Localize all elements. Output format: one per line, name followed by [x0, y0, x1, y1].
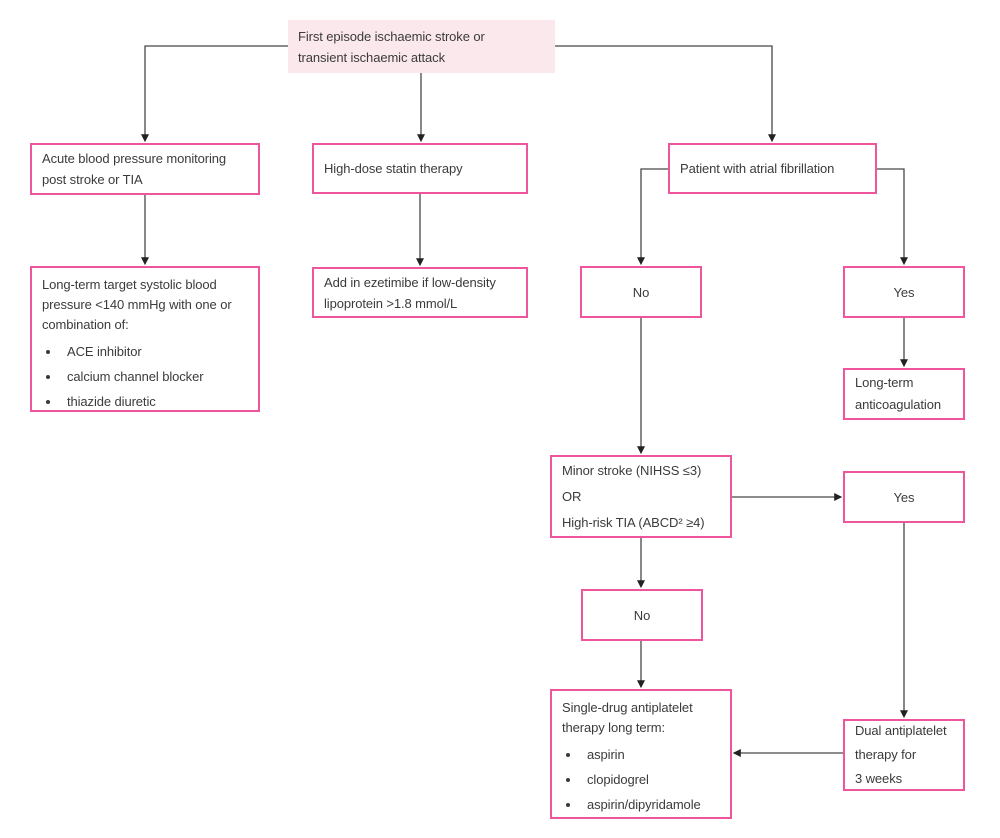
connector-start-to-acute-bp	[141, 45, 288, 143]
node-minor-yes-text: Yes	[893, 489, 915, 505]
node-acute-bp-monitoring: Acute blood pressure monitoring post str…	[30, 143, 260, 195]
node-anticoagulation: Long-term anticoagulation	[843, 368, 965, 420]
node-af-yes: Yes	[843, 266, 965, 318]
bullet-aspirin-dipyridamole: aspirin/dipyridamole	[581, 795, 720, 815]
bullet-ace-inhibitor: ACE inhibitor	[61, 342, 248, 362]
connector-af-to-no	[637, 168, 668, 266]
node-statin-therapy: High-dose statin therapy	[312, 143, 528, 194]
node-minor-stroke: Minor stroke (NIHSS ≤3) OR High-risk TIA…	[550, 455, 732, 538]
node-dual-antiplatelet-text: Dual antiplatelet therapy for 3 weeks	[855, 723, 947, 786]
node-first-episode: First episode ischaemic stroke or transi…	[288, 20, 555, 73]
node-af-yes-text: Yes	[893, 284, 915, 300]
bullet-calcium-channel-blocker: calcium channel blocker	[61, 367, 248, 387]
node-minor-no-text: No	[633, 607, 651, 623]
node-single-antiplatelet: Single-drug antiplatelet therapy long te…	[550, 689, 732, 819]
node-acute-bp-monitoring-text: Acute blood pressure monitoring post str…	[42, 151, 227, 187]
node-minor-stroke-line2: OR	[562, 488, 582, 504]
node-bp-target-intro: Long-term target systolic blood pressure…	[42, 277, 232, 332]
node-minor-stroke-line3: High-risk TIA (ABCD² ≥4)	[562, 514, 705, 530]
node-atrial-fibrillation-text: Patient with atrial fibrillation	[680, 161, 835, 176]
node-first-episode-text: First episode ischaemic stroke or transi…	[298, 28, 485, 65]
bp-target-bullet-list: ACE inhibitor calcium channel blocker th…	[42, 342, 248, 417]
node-bp-target: Long-term target systolic blood pressure…	[30, 266, 260, 412]
node-af-no-text: No	[632, 284, 650, 300]
node-single-antiplatelet-intro: Single-drug antiplatelet therapy long te…	[562, 700, 693, 735]
node-minor-yes: Yes	[843, 471, 965, 523]
node-minor-no: No	[581, 589, 703, 641]
node-dual-antiplatelet: Dual antiplatelet therapy for 3 weeks	[843, 719, 965, 791]
bullet-thiazide-diuretic: thiazide diuretic	[61, 392, 248, 412]
node-anticoagulation-text: Long-term anticoagulation	[855, 375, 941, 412]
bullet-aspirin: aspirin	[581, 745, 720, 765]
node-atrial-fibrillation: Patient with atrial fibrillation	[668, 143, 877, 194]
connector-af-to-yes	[877, 168, 908, 266]
node-af-no: No	[580, 266, 702, 318]
node-minor-stroke-line1: Minor stroke (NIHSS ≤3)	[562, 462, 702, 478]
single-antiplatelet-bullet-list: aspirin clopidogrel aspirin/dipyridamole	[562, 745, 720, 820]
node-ezetimibe-text: Add in ezetimibe if low-density lipoprot…	[324, 274, 496, 311]
bullet-clopidogrel: clopidogrel	[581, 770, 720, 790]
node-ezetimibe: Add in ezetimibe if low-density lipoprot…	[312, 267, 528, 318]
connector-start-to-af	[555, 45, 776, 143]
node-statin-therapy-text: High-dose statin therapy	[324, 161, 463, 176]
